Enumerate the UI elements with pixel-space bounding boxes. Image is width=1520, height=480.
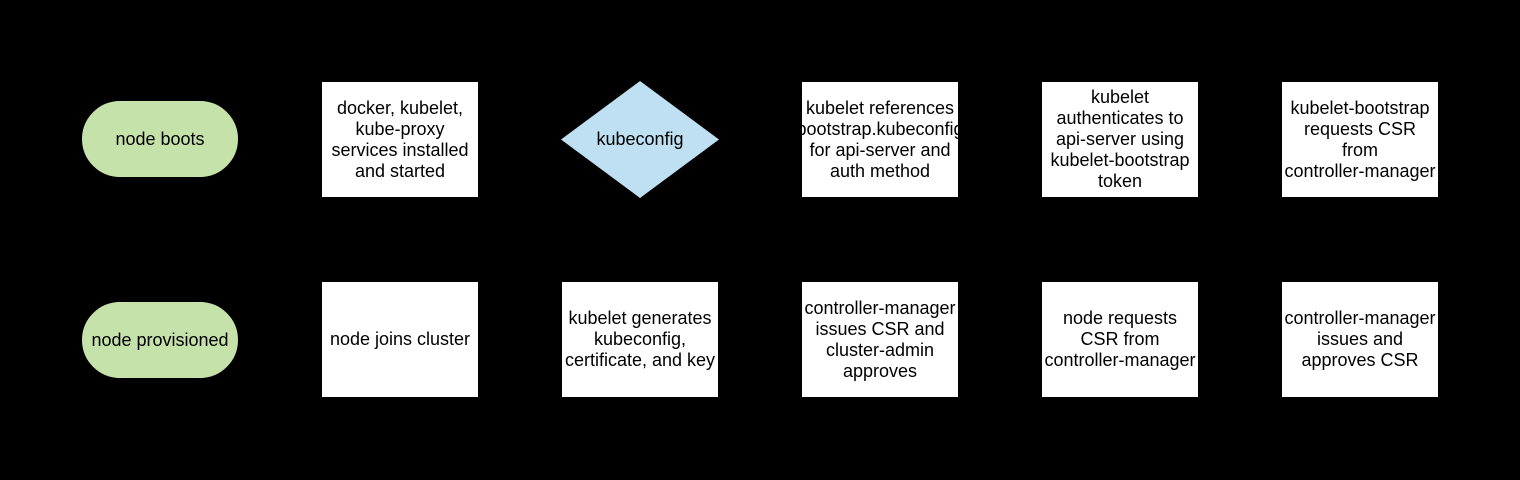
node-label: node requests CSR from controller-manage… — [1044, 308, 1196, 370]
process-node-joins-cluster: node joins cluster — [321, 281, 479, 398]
node-label: kubelet generates kubeconfig, certificat… — [564, 308, 716, 370]
process-kubelet-references-bootstrap-kubeconfig: kubelet references bootstrap.kubeconfig … — [796, 81, 964, 198]
process-kubelet-authenticates: kubelet authenticates to api-server usin… — [1041, 81, 1199, 198]
process-services-installed: docker, kubelet, kube-proxy services ins… — [321, 81, 479, 198]
process-kubelet-bootstrap-requests-csr: kubelet-bootstrap requests CSR from cont… — [1281, 81, 1439, 198]
process-controller-manager-issues-csr: controller-manager issues CSR and cluste… — [801, 281, 959, 398]
process-controller-manager-approves-csr: controller-manager issues and approves C… — [1281, 281, 1439, 398]
node-label: node joins cluster — [329, 329, 471, 349]
node-label: kubelet-bootstrap requests CSR from cont… — [1284, 97, 1436, 181]
terminator-node-boots: node boots — [81, 100, 239, 178]
node-label: kubelet authenticates to api-server usin… — [1050, 87, 1190, 191]
node-label: node boots — [115, 128, 205, 149]
process-kubelet-generates-kubeconfig: kubelet generates kubeconfig, certificat… — [561, 281, 719, 398]
node-label: controller-manager issues CSR and cluste… — [804, 297, 956, 381]
process-node-requests-csr: node requests CSR from controller-manage… — [1041, 281, 1199, 398]
terminator-node-provisioned: node provisioned — [81, 301, 239, 379]
node-label: node provisioned — [91, 329, 229, 350]
decision-kubeconfig: kubeconfig — [561, 81, 719, 198]
node-label: controller-manager issues and approves C… — [1284, 308, 1436, 370]
node-label: kubeconfig — [596, 129, 684, 149]
node-label: docker, kubelet, kube-proxy services ins… — [331, 97, 469, 181]
node-label: kubelet references bootstrap.kubeconfig … — [796, 97, 964, 181]
